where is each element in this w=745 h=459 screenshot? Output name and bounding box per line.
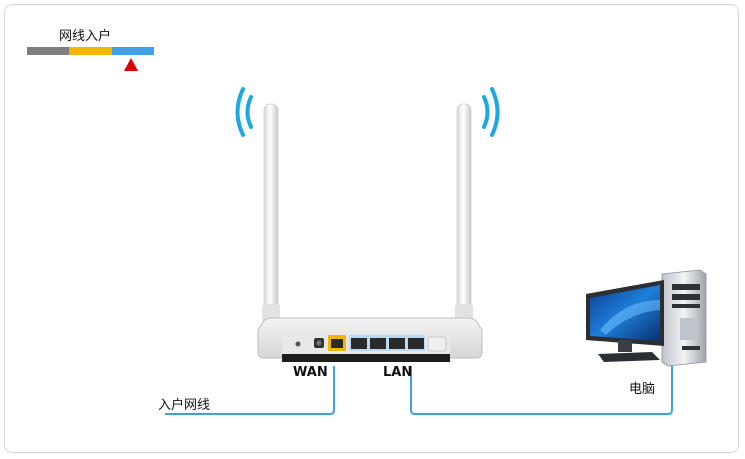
diagram-frame xyxy=(4,4,739,453)
legend-segment-gray xyxy=(27,47,69,55)
router-antenna-right xyxy=(455,103,473,326)
incoming-cable-label: 入户网线 xyxy=(158,398,211,413)
router-icon xyxy=(257,317,483,362)
legend-title: 网线入户 xyxy=(59,29,112,44)
lan-ports xyxy=(349,335,425,351)
incoming-cable-line xyxy=(165,366,335,415)
legend-segment-yellow xyxy=(69,47,112,55)
wan-label: WAN xyxy=(293,365,328,380)
wifi-signal-icon xyxy=(482,87,500,137)
computer-label: 电脑 xyxy=(629,382,656,397)
wifi-signal-icon xyxy=(235,87,253,137)
desktop-computer-icon xyxy=(586,269,707,367)
router-antenna-left xyxy=(262,103,280,326)
lan-cable-line xyxy=(410,366,673,415)
legend-cable-bar xyxy=(27,47,154,71)
legend-marker-triangle-icon xyxy=(124,58,138,71)
wan-port xyxy=(328,335,346,351)
lan-label: LAN xyxy=(383,365,413,380)
legend-segment-blue xyxy=(112,47,154,55)
cables xyxy=(165,366,673,415)
